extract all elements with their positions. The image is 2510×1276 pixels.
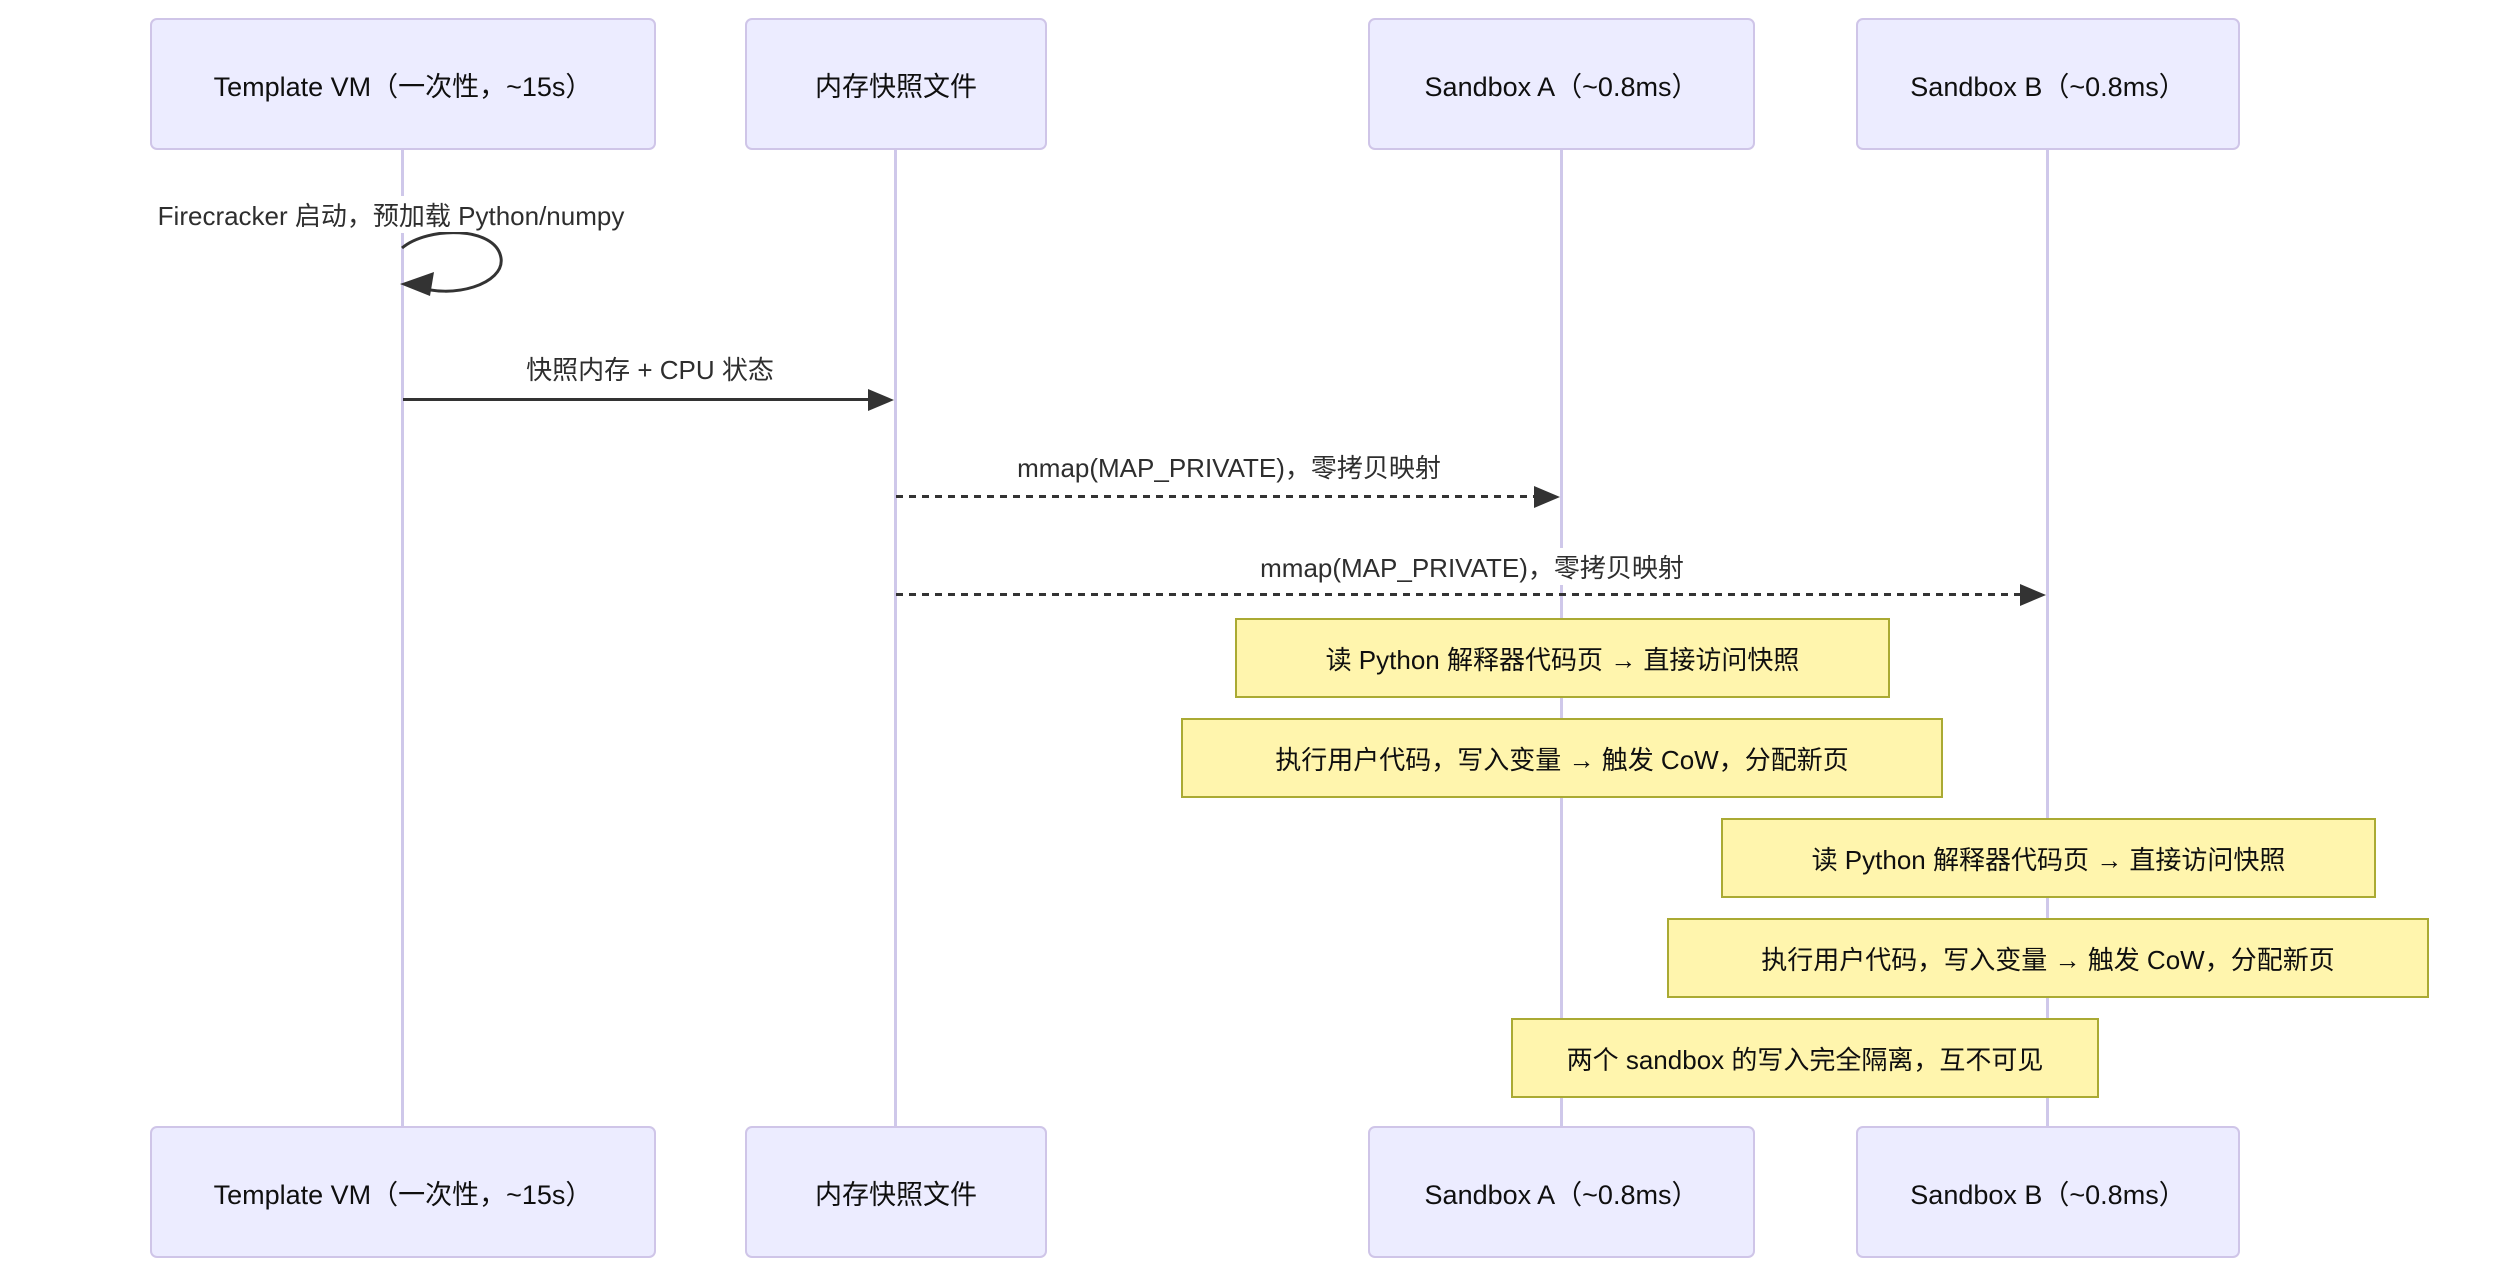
message-line-snapshot [403, 398, 873, 401]
lifeline-sandbox-b [2046, 148, 2049, 1128]
message-label-snapshot: 快照内存 + CPU 状态 [520, 350, 780, 387]
actor-top-template-vm: Template VM（一次性，~15s） [150, 18, 656, 150]
actor-top-sandbox-b: Sandbox B（~0.8ms） [1856, 18, 2240, 150]
lifeline-template-vm [401, 148, 404, 1128]
note-sandbox-b-read: 读 Python 解释器代码页 → 直接访问快照 [1721, 818, 2376, 898]
self-loop-arrow [400, 232, 503, 296]
note-sandbox-b-write: 执行用户代码，写入变量 → 触发 CoW，分配新页 [1667, 918, 2429, 998]
arrowhead-snapshot [868, 389, 894, 411]
actor-top-snapshot-file: 内存快照文件 [745, 18, 1047, 150]
note-sandbox-a-write: 执行用户代码，写入变量 → 触发 CoW，分配新页 [1181, 718, 1943, 798]
actor-bottom-template-vm: Template VM（一次性，~15s） [150, 1126, 656, 1258]
message-line-mmap-a [896, 495, 1536, 498]
arrowhead-mmap-a [1534, 486, 1560, 508]
arrowhead-mmap-b [2020, 584, 2046, 606]
note-sandbox-a-read: 读 Python 解释器代码页 → 直接访问快照 [1235, 618, 1890, 698]
message-label-firecracker-boot: Firecracker 启动，预加载 Python/numpy [151, 196, 631, 233]
message-line-mmap-b [896, 593, 2022, 596]
actor-bottom-snapshot-file: 内存快照文件 [745, 1126, 1047, 1258]
actor-bottom-sandbox-a: Sandbox A（~0.8ms） [1368, 1126, 1755, 1258]
message-label-mmap-b: mmap(MAP_PRIVATE)，零拷贝映射 [1254, 548, 1690, 585]
note-isolation: 两个 sandbox 的写入完全隔离，互不可见 [1511, 1018, 2099, 1098]
actor-bottom-sandbox-b: Sandbox B（~0.8ms） [1856, 1126, 2240, 1258]
actor-top-sandbox-a: Sandbox A（~0.8ms） [1368, 18, 1755, 150]
message-label-mmap-a: mmap(MAP_PRIVATE)，零拷贝映射 [1011, 448, 1447, 485]
lifeline-snapshot-file [894, 148, 897, 1128]
